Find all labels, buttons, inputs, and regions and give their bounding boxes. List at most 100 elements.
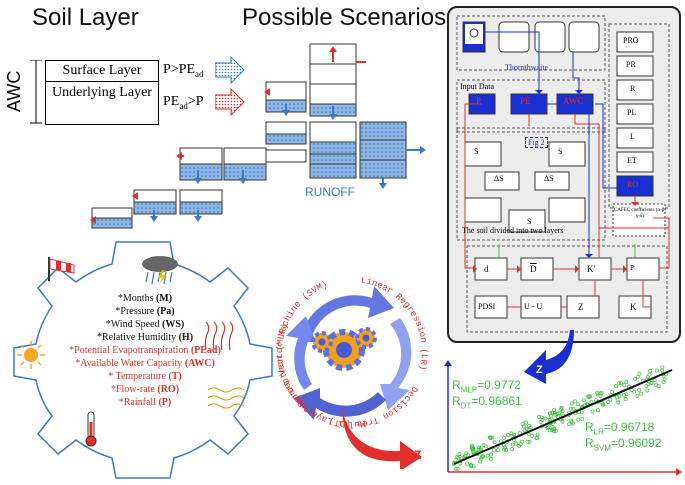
- rain-cloud-icon: [142, 256, 178, 285]
- fig2-label: Fig 2: [525, 137, 548, 148]
- scatter-point: [552, 426, 557, 431]
- right-et: ET: [627, 156, 637, 165]
- scatter-point: [649, 381, 654, 385]
- r-svm-label: RSVM=0.96092: [585, 436, 662, 453]
- scatter-point: [608, 397, 613, 402]
- scatter-point: [502, 445, 507, 450]
- scatter-point: [476, 447, 481, 452]
- scatter-point: [623, 397, 628, 402]
- scatter-point: [614, 384, 618, 389]
- scatter-point: [588, 394, 592, 399]
- dbar-box: D: [530, 264, 537, 274]
- scatter-point: [502, 435, 507, 440]
- k-box: K: [630, 302, 637, 312]
- var-months: *Months (M): [117, 293, 173, 304]
- scatter-point: [581, 398, 586, 403]
- scatter-point: [586, 394, 591, 399]
- scatter-point: [580, 416, 585, 421]
- scatter-point: [464, 451, 469, 456]
- scatter-point: [543, 416, 548, 421]
- scatter-point: [480, 454, 485, 459]
- var-pet: *Potential Evapotranspiration (PEad): [69, 345, 221, 356]
- scatter-point: [512, 432, 517, 437]
- scatter-point: [589, 399, 594, 404]
- legend-p-label: P>PEad: [163, 62, 204, 79]
- scatter-point: [648, 368, 653, 373]
- var-humidity: *Relative Humidity (H): [96, 332, 194, 343]
- variables-gear: [13, 241, 273, 479]
- scatter-point: [654, 382, 659, 387]
- scatter-point: [596, 408, 600, 413]
- scatter-point: [547, 428, 552, 433]
- z-label-red: Z: [414, 448, 422, 462]
- scatter-point: [489, 456, 494, 461]
- variables-list: *Months (M) *Pressure (Pa) *Wind Speed (…: [60, 292, 230, 409]
- scatter-point: [545, 426, 550, 431]
- d-box: d: [484, 264, 489, 274]
- scatter-point: [576, 402, 581, 407]
- scatter-point: [600, 402, 605, 407]
- scatter-point: [624, 392, 629, 397]
- scatter-point: [635, 393, 640, 398]
- results-scatter: [444, 360, 682, 476]
- scatter-point: [502, 447, 507, 452]
- scatter-point: [492, 448, 497, 453]
- awc-bracket: [30, 60, 42, 124]
- scatter-point: [616, 400, 621, 405]
- scatter-point: [550, 410, 555, 415]
- scatter-point: [571, 406, 576, 411]
- right-pl: PL: [627, 108, 637, 117]
- scatter-point: [661, 379, 666, 384]
- scatter-point: [617, 381, 621, 386]
- var-temperature: * Temperature (T): [108, 371, 182, 382]
- gears-icon: [311, 327, 377, 371]
- scatter-point: [548, 411, 553, 416]
- su-box: S: [558, 147, 563, 156]
- scenario-staircase: [90, 43, 426, 229]
- scatter-point: [506, 433, 510, 438]
- scatter-point: [560, 419, 565, 424]
- scatter-point: [570, 421, 575, 426]
- runoff-label: RUNOFF: [305, 185, 355, 199]
- scatter-point: [576, 417, 581, 422]
- scatter-point: [478, 459, 483, 464]
- scatter-point: [453, 466, 458, 471]
- scatter-point: [522, 424, 526, 429]
- right-pro: PRO: [623, 36, 639, 45]
- scenarios-title: Possible Scenarios: [242, 4, 447, 31]
- scatter-point: [510, 442, 515, 447]
- thornthwaite-label: Thornthwaite: [505, 63, 549, 72]
- soil-caption: The soil divided into two layers: [462, 226, 564, 235]
- p-input: P: [476, 96, 482, 106]
- right-ro: RO: [627, 180, 639, 189]
- scatter-point: [492, 440, 497, 445]
- scatter-point: [622, 383, 627, 388]
- scatter-point: [469, 463, 474, 468]
- panel-diagram: [456, 15, 670, 333]
- scatter-point: [590, 409, 595, 414]
- scatter-point: [495, 448, 500, 453]
- model-cycle: Support Vector Machine (SVM) Linear Regr…: [275, 276, 429, 429]
- thermometer-icon: [85, 411, 97, 447]
- scatter-point: [610, 389, 614, 394]
- scatter-point: [547, 418, 552, 422]
- scatter-point: [527, 423, 532, 428]
- fit-line: [453, 369, 673, 465]
- scatter-point: [637, 371, 642, 376]
- right-l: L: [630, 132, 635, 141]
- r-mlp-label: RMLP=0.9772: [452, 378, 521, 395]
- scatter-point: [557, 412, 562, 417]
- scatter-point: [489, 452, 494, 457]
- r-lr-label: RLR=0.96718: [585, 420, 655, 437]
- input-data-label: Input Data: [460, 82, 494, 91]
- scenario-column-leftmid: [265, 81, 307, 163]
- soil-layer-box: Surface Layer Underlying Layer: [45, 60, 159, 125]
- scatter-point: [484, 444, 489, 449]
- scatter-point: [524, 420, 529, 425]
- right-r: R: [630, 84, 636, 93]
- scatter-point: [606, 399, 611, 404]
- var-wind-speed: *Wind Speed (WS): [105, 319, 185, 330]
- scatter-point: [520, 439, 525, 444]
- var-awc: *Available Water Capacity (AWC): [75, 358, 215, 369]
- scatter-point: [457, 452, 462, 457]
